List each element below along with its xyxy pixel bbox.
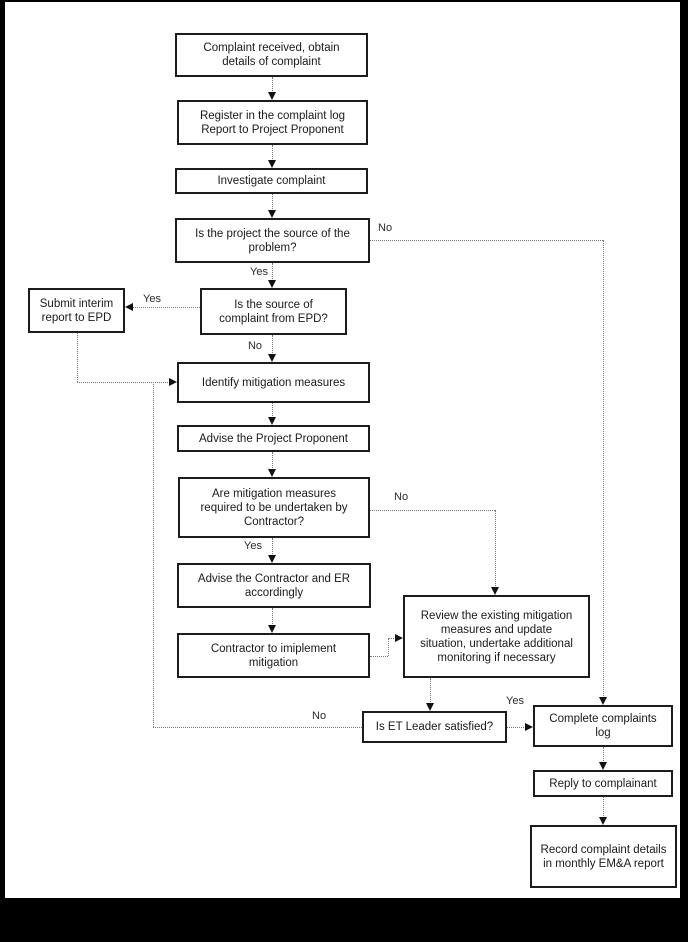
- connector-line: [153, 382, 154, 727]
- connector-line: [272, 263, 273, 281]
- node-complete-log: Complete complaints log: [533, 705, 673, 747]
- arrowhead-right: [169, 378, 177, 386]
- edge-label-yes: Yes: [244, 540, 262, 552]
- node-complaint-received: Complaint received, obtain details of co…: [175, 33, 368, 77]
- arrowhead-right: [395, 634, 403, 642]
- node-review-mitigation: Review the existing mitigation measures …: [403, 595, 590, 678]
- connector-line: [272, 538, 273, 556]
- arrowhead-down: [268, 625, 276, 633]
- connector-line: [370, 656, 388, 657]
- arrowhead-down: [268, 210, 276, 218]
- connector-line: [272, 608, 273, 626]
- node-et-leader-decision: Is ET Leader satisfied?: [362, 711, 507, 743]
- node-mitigation-required-decision: Are mitigation measures required to be u…: [178, 477, 370, 538]
- connector-line: [272, 335, 273, 355]
- arrowhead-down: [268, 280, 276, 288]
- node-advise-proponent: Advise the Project Proponent: [177, 425, 370, 452]
- arrowhead-down: [491, 587, 499, 595]
- arrowhead-right: [525, 723, 533, 731]
- connector-line: [272, 145, 273, 161]
- edge-label-no: No: [394, 491, 409, 503]
- connector-line: [77, 382, 170, 383]
- connector-line: [370, 240, 603, 241]
- node-source-epd-decision: Is the source of complaint from EPD?: [200, 288, 347, 335]
- arrowhead-down: [599, 817, 607, 825]
- arrowhead-down: [268, 92, 276, 100]
- connector-line: [153, 727, 362, 728]
- node-submit-interim-report: Submit interim report to EPD: [28, 288, 125, 333]
- connector-line: [272, 77, 273, 93]
- arrowhead-down: [268, 555, 276, 563]
- node-contractor-implement: Contractor to imiplement mitigation: [177, 633, 370, 678]
- connector-line: [388, 638, 396, 639]
- connector-line: [370, 510, 495, 511]
- edge-label-no: No: [312, 710, 327, 722]
- arrowhead-down: [268, 469, 276, 477]
- edge-label-no: No: [378, 222, 393, 234]
- connector-line: [507, 727, 526, 728]
- connector-line: [272, 194, 273, 211]
- edge-label-yes: Yes: [506, 695, 524, 707]
- connector-line: [132, 307, 200, 308]
- arrowhead-down: [599, 762, 607, 770]
- node-register-log: Register in the complaint log Report to …: [177, 100, 368, 145]
- arrowhead-down: [599, 697, 607, 705]
- node-reply-complainant: Reply to complainant: [533, 770, 673, 797]
- arrowhead-down: [426, 703, 434, 711]
- connector-line: [495, 510, 496, 588]
- node-project-source-decision: Is the project the source of the problem…: [175, 218, 370, 263]
- connector-line: [272, 452, 273, 470]
- connector-line: [603, 240, 604, 698]
- connector-line: [77, 333, 78, 382]
- node-record-details: Record complaint details in monthly EM&A…: [530, 825, 677, 888]
- connector-line: [388, 638, 389, 656]
- connector-line: [603, 797, 604, 818]
- edge-label-yes: Yes: [143, 293, 161, 305]
- connector-line: [272, 403, 273, 418]
- edge-label-yes: Yes: [250, 266, 268, 278]
- arrowhead-down: [268, 354, 276, 362]
- node-advise-contractor: Advise the Contractor and ER accordingly: [177, 563, 371, 608]
- arrowhead-down: [268, 417, 276, 425]
- node-identify-mitigation: Identify mitigation measures: [177, 362, 370, 403]
- connector-line: [603, 747, 604, 763]
- node-investigate-complaint: Investigate complaint: [175, 168, 368, 194]
- edge-label-no: No: [247, 340, 262, 352]
- arrowhead-left: [125, 303, 133, 311]
- connector-line: [430, 678, 431, 704]
- arrowhead-down: [268, 160, 276, 168]
